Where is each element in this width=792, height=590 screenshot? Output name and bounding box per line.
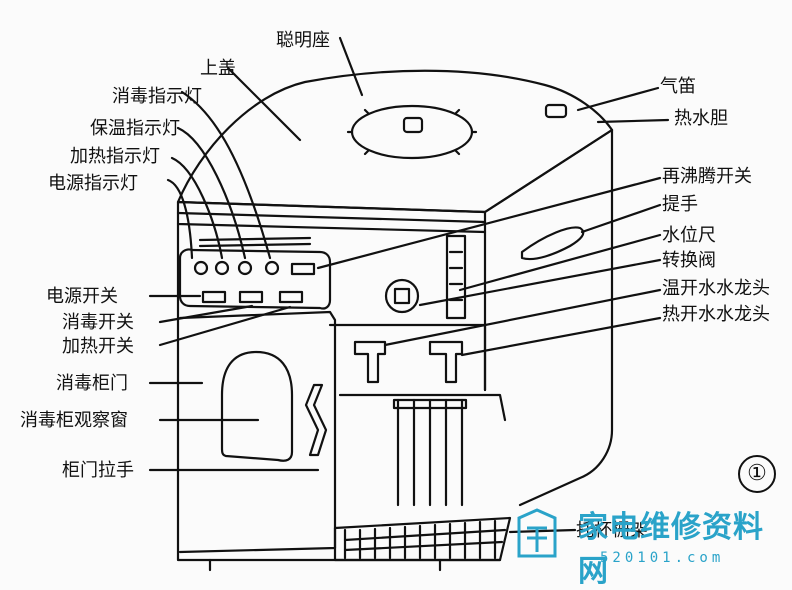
reboil-switch-shape bbox=[290, 262, 316, 276]
label-disinfect-switch: 消毒开关 bbox=[62, 312, 134, 333]
label-smart-seat: 聪明座 bbox=[276, 30, 330, 51]
hot-tap-shape bbox=[428, 340, 464, 384]
door-handle-shape bbox=[304, 383, 328, 457]
cabinet-window-shape bbox=[220, 350, 294, 462]
label-cup-rack: 托杯栅架 bbox=[576, 520, 648, 541]
watermark-site-name: 家电维修资料网 bbox=[578, 510, 764, 589]
top-cover-shape bbox=[176, 69, 614, 214]
watermark-logo-icon bbox=[517, 508, 557, 558]
switch-valve-shape bbox=[384, 278, 420, 314]
label-cabinet-door: 消毒柜门 bbox=[56, 373, 128, 394]
cup-rack-shape bbox=[333, 516, 512, 562]
label-hot-tap: 热开水水龙头 bbox=[662, 304, 770, 325]
label-heat-switch: 加热开关 bbox=[62, 336, 134, 357]
handle-shape bbox=[520, 226, 585, 261]
warm-tap-shape bbox=[353, 340, 387, 384]
right-side-shape bbox=[483, 128, 614, 507]
label-disinfect-light: 消毒指示灯 bbox=[112, 86, 202, 107]
heating-indicator-light bbox=[214, 260, 230, 276]
label-keep-warm-light: 保温指示灯 bbox=[90, 118, 180, 139]
figure-number: ① bbox=[738, 455, 776, 493]
label-air-tube: 气笛 bbox=[660, 76, 696, 97]
label-door-handle: 柜门拉手 bbox=[62, 460, 134, 481]
cabinet-door-shape bbox=[178, 310, 337, 554]
smart-seat-knob bbox=[402, 116, 424, 134]
air-tube-shape bbox=[544, 103, 568, 119]
label-water-gauge: 水位尺 bbox=[662, 225, 716, 246]
label-handle: 提手 bbox=[662, 194, 698, 215]
label-cabinet-window: 消毒柜观察窗 bbox=[20, 410, 128, 431]
label-top-cover: 上盖 bbox=[200, 58, 236, 79]
label-power-light: 电源指示灯 bbox=[48, 173, 138, 194]
disinfect-switch-shape bbox=[238, 290, 264, 304]
power-indicator-light bbox=[193, 260, 209, 276]
watermark-url: 520101.com bbox=[600, 550, 725, 566]
water-gauge-shape bbox=[445, 234, 467, 320]
label-hot-tank: 热水胆 bbox=[674, 108, 728, 129]
power-switch-shape bbox=[201, 290, 227, 304]
label-switch-valve: 转换阀 bbox=[662, 250, 716, 271]
label-power-switch: 电源开关 bbox=[46, 286, 118, 307]
label-reboil-switch: 再沸腾开关 bbox=[662, 166, 752, 187]
warm-indicator-light bbox=[237, 260, 253, 276]
label-heating-light: 加热指示灯 bbox=[70, 146, 160, 167]
disinfect-indicator-light bbox=[264, 260, 280, 276]
heat-switch-shape bbox=[278, 290, 304, 304]
control-panel bbox=[178, 248, 332, 310]
label-warm-tap: 温开水水龙头 bbox=[662, 278, 770, 299]
